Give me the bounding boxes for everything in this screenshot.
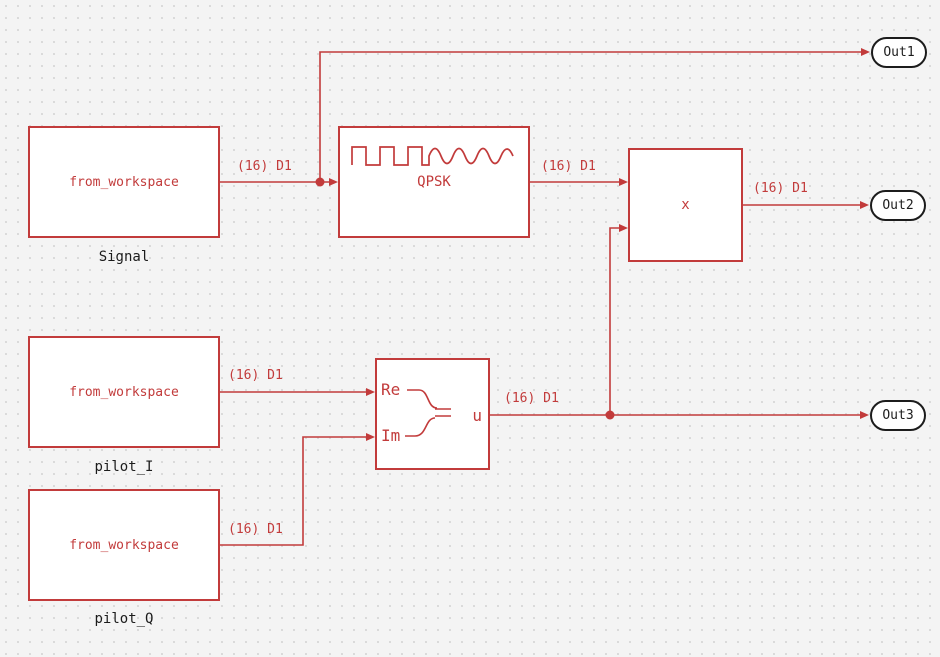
- wire-label-pilotq-out: (16) D1: [228, 522, 283, 537]
- block-label: QPSK: [417, 174, 451, 190]
- outport-out3[interactable]: Out3: [870, 400, 926, 431]
- port-label-u: u: [472, 406, 482, 425]
- block-caption-pilot-i[interactable]: pilot_I: [94, 459, 154, 475]
- wire-signal-branch-to-out1[interactable]: [319, 48, 870, 182]
- qpsk-inner: QPSK: [340, 128, 528, 236]
- qpsk-waveform-icon: [351, 146, 514, 166]
- block-caption-pilot-q[interactable]: pilot_Q: [94, 611, 154, 627]
- block-product[interactable]: x: [628, 148, 743, 262]
- wire-label-signal-out: (16) D1: [237, 159, 292, 174]
- wire-label-qpsk-out: (16) D1: [541, 159, 596, 174]
- wire-pilotq-to-complex[interactable]: [220, 433, 375, 546]
- block-from-workspace-pilot-i[interactable]: from_workspace: [28, 336, 220, 448]
- port-label-re: Re: [381, 380, 401, 399]
- wire-label-piloti-out: (16) D1: [228, 368, 283, 383]
- wire-piloti-to-complex[interactable]: [220, 388, 375, 396]
- wire-complex-to-out3[interactable]: [490, 410, 869, 420]
- complex-inner: Re Im u: [377, 360, 488, 468]
- wire-label-product-out: (16) D1: [753, 181, 808, 196]
- wire-label-complex-out: (16) D1: [504, 391, 559, 406]
- block-realimag-to-complex[interactable]: Re Im u: [375, 358, 490, 470]
- outport-label: Out1: [883, 45, 915, 60]
- outport-out2[interactable]: Out2: [870, 190, 926, 221]
- outport-label: Out2: [882, 198, 914, 213]
- wire-qpsk-to-product[interactable]: [530, 178, 628, 186]
- block-text: from_workspace: [69, 537, 179, 553]
- outport-out1[interactable]: Out1: [871, 37, 927, 68]
- outport-label: Out3: [882, 408, 914, 423]
- block-text: from_workspace: [69, 174, 179, 190]
- realimag-merge-icon: [405, 389, 451, 437]
- block-caption-signal[interactable]: Signal: [98, 249, 150, 265]
- block-text: from_workspace: [69, 384, 179, 400]
- port-label-im: Im: [381, 426, 401, 445]
- wire-product-to-out2[interactable]: [743, 201, 869, 209]
- block-from-workspace-pilot-q[interactable]: from_workspace: [28, 489, 220, 601]
- block-label: x: [681, 197, 690, 213]
- wire-complex-branch-to-product[interactable]: [609, 224, 628, 415]
- block-qpsk[interactable]: QPSK: [338, 126, 530, 238]
- block-from-workspace-signal[interactable]: from_workspace: [28, 126, 220, 238]
